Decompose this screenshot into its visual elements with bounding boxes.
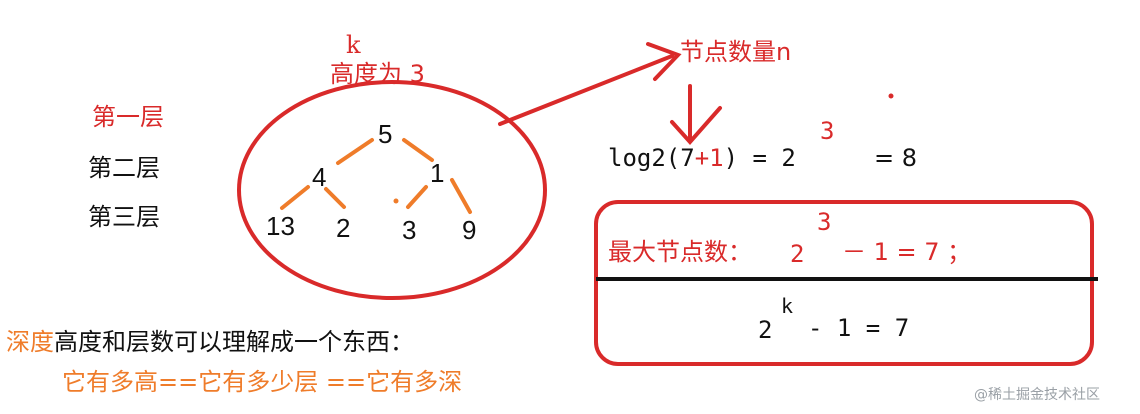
result-box (594, 200, 1094, 366)
red-dot (888, 93, 894, 99)
edge-4-13 (280, 185, 310, 210)
layer-3-label: 第三层 (88, 203, 160, 231)
log-prefix: log2(7 (608, 144, 695, 172)
tree-node-leaf: 13 (266, 211, 295, 241)
layer-1-label: 第一层 (92, 103, 164, 131)
k-label: k (346, 31, 361, 59)
depth-note-line1: 深度高度和层数可以理解成一个东西： (6, 330, 414, 354)
log-suffix: ) = 2 (723, 144, 796, 172)
down-arrow (670, 84, 722, 146)
tree-node-leaf: 3 (402, 215, 417, 245)
edge-4-2 (324, 187, 346, 209)
edge-1-3 (406, 185, 428, 209)
tree-node-leaf: 9 (462, 215, 477, 245)
tree-outline-ellipse (237, 80, 547, 300)
max-nodes-base: 2 (790, 240, 805, 268)
tree-node-root: 5 (378, 119, 393, 149)
tree-node-right: 1 (430, 158, 445, 188)
layer-2-label: 第二层 (88, 154, 160, 182)
log-exponent: 3 (820, 117, 835, 145)
tree-edges (280, 138, 472, 214)
max-nodes-label: 最大节点数： (608, 238, 752, 266)
height-label: 高度为 3 (330, 60, 425, 88)
general-base: 2 (758, 316, 773, 344)
log-plus-one: +1 (694, 144, 724, 172)
tree-node-leaf: 2 (336, 213, 351, 243)
orange-dot (393, 198, 399, 204)
depth-note-line2: 它有多高==它有多少层 ==它有多深 (62, 368, 463, 396)
edge-1-9 (450, 178, 472, 214)
depth-word: 深度 (6, 328, 54, 356)
arrow-to-node-count (498, 42, 682, 126)
depth-note-rest: 高度和层数可以理解成一个东西： (54, 328, 414, 356)
log-formula: log2(7+1) = 2 (608, 146, 796, 170)
node-count-label: 节点数量n (680, 38, 792, 66)
max-nodes-tail: － 1 = 7 ； (842, 238, 972, 266)
watermark: @稀土掘金技术社区 (974, 387, 1100, 403)
tree-node-left: 4 (312, 162, 327, 192)
general-tail: - 1 = 7 (808, 314, 910, 342)
max-nodes-exponent: 3 (817, 208, 832, 236)
edge-5-4 (336, 138, 374, 165)
edge-5-1 (402, 138, 434, 162)
general-exponent: k (781, 294, 794, 318)
log-result: = 8 (874, 144, 918, 172)
